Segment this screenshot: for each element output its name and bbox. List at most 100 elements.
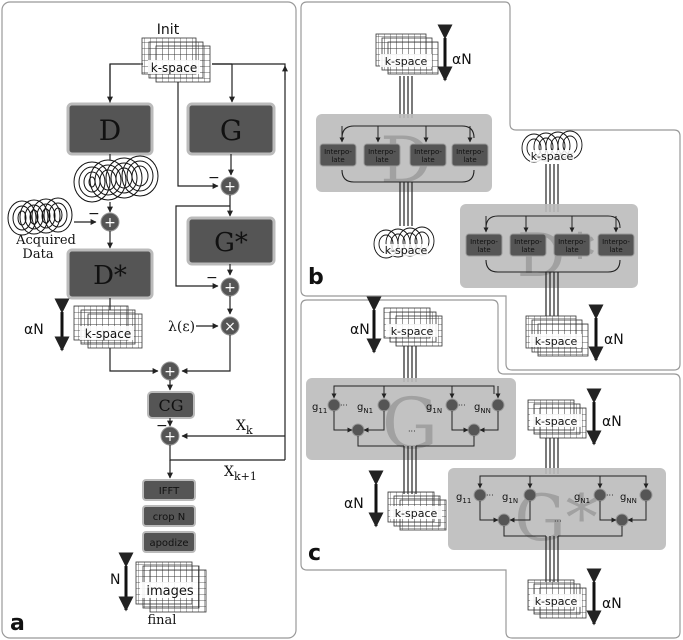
svg-text:gNN: gNN bbox=[620, 492, 637, 505]
svg-text:apodize: apodize bbox=[149, 538, 188, 549]
images-stack: images bbox=[135, 561, 207, 613]
svg-text:g1N: g1N bbox=[502, 492, 518, 505]
panel-a-frame bbox=[1, 1, 297, 639]
svg-text:late: late bbox=[331, 156, 344, 164]
svg-text:+: + bbox=[224, 280, 236, 296]
panel-b-frame bbox=[300, 1, 681, 371]
svg-text:k-space: k-space bbox=[535, 595, 578, 608]
svg-text:···: ··· bbox=[606, 491, 614, 500]
n-label: N bbox=[110, 572, 120, 588]
svg-text:late: late bbox=[521, 246, 534, 254]
svg-text:···: ··· bbox=[554, 517, 562, 526]
kspace-label-mid: k-space bbox=[85, 327, 131, 341]
xk1-label: Xk+1 bbox=[224, 464, 257, 483]
svg-text:IFFT: IFFT bbox=[159, 486, 180, 497]
svg-text:αN: αN bbox=[344, 496, 364, 512]
final-label: final bbox=[148, 613, 177, 628]
kspace-stack-mid: k-space bbox=[73, 305, 143, 349]
kspace-stack-c3: k-space bbox=[527, 399, 587, 439]
kspace-stack-b2: k-space bbox=[525, 315, 589, 357]
svg-text:g11: g11 bbox=[312, 402, 327, 415]
svg-text:late: late bbox=[565, 246, 578, 254]
images-label: images bbox=[146, 584, 193, 599]
svg-text:···: ··· bbox=[486, 491, 494, 500]
svg-text:+: + bbox=[164, 364, 176, 380]
panel-c-frame bbox=[300, 299, 681, 639]
data-label: Data bbox=[22, 247, 53, 262]
kspace-label-top: k-space bbox=[151, 61, 197, 75]
acquired-label: Acquired bbox=[15, 233, 76, 248]
svg-text:···: ··· bbox=[408, 427, 416, 436]
panel-c-label: c bbox=[308, 541, 321, 566]
svg-text:k-space: k-space bbox=[385, 244, 428, 257]
svg-text:···: ··· bbox=[458, 401, 466, 410]
init-label: Init bbox=[157, 22, 180, 38]
minus-g: − bbox=[208, 170, 220, 186]
svg-text:+: + bbox=[104, 215, 116, 231]
svg-text:gNN: gNN bbox=[474, 402, 491, 415]
svg-text:···: ··· bbox=[340, 401, 348, 410]
svg-text:gN1: gN1 bbox=[574, 492, 590, 505]
svg-text:k-space: k-space bbox=[385, 55, 428, 68]
svg-text:late: late bbox=[375, 156, 388, 164]
svg-text:Interpo-: Interpo- bbox=[414, 148, 442, 156]
svg-text:αN: αN bbox=[602, 414, 622, 430]
panel-a-label: a bbox=[10, 611, 25, 636]
svg-text:g11: g11 bbox=[456, 492, 471, 505]
svg-text:αN: αN bbox=[604, 332, 624, 348]
svg-text:g1N: g1N bbox=[426, 402, 442, 415]
svg-text:late: late bbox=[477, 246, 490, 254]
interp-row-d: Interpo- late Interpo- late Interpo- lat… bbox=[319, 143, 489, 167]
g-star-conv-box bbox=[448, 468, 666, 550]
minus-gstar: − bbox=[206, 270, 218, 286]
kspace-stack-top: k-space bbox=[141, 37, 211, 83]
alpha-label-a: αN bbox=[24, 322, 44, 338]
svg-text:k-space: k-space bbox=[531, 150, 574, 163]
svg-text:gN1: gN1 bbox=[357, 402, 373, 415]
svg-text:×: × bbox=[224, 319, 236, 335]
d-star-interp-box bbox=[460, 204, 638, 288]
svg-text:+: + bbox=[224, 179, 236, 195]
svg-text:k-space: k-space bbox=[535, 335, 578, 348]
svg-text:k-space: k-space bbox=[395, 507, 438, 520]
svg-text:Interpo-: Interpo- bbox=[456, 148, 484, 156]
cg-label: CG bbox=[158, 396, 183, 415]
minus-acquired: − bbox=[88, 206, 100, 222]
kspace-stack-c4: k-space bbox=[527, 579, 587, 619]
svg-text:k-space: k-space bbox=[535, 415, 578, 428]
svg-text:αN: αN bbox=[350, 322, 370, 338]
interp-row-dstar: Interpo- late Interpo- late Interpo- lat… bbox=[465, 233, 635, 257]
svg-text:Interpo-: Interpo- bbox=[558, 238, 586, 246]
kspace-stack-b1: k-space bbox=[375, 33, 439, 75]
g-watermark: G bbox=[382, 383, 438, 465]
g-star-label: G* bbox=[214, 228, 248, 258]
cg-block bbox=[147, 391, 195, 419]
d-block-label: D bbox=[99, 114, 121, 147]
conv-row-gstar: g11 ··· g1N gN1 ··· gNN ··· bbox=[456, 488, 653, 527]
svg-text:+: + bbox=[164, 429, 176, 445]
svg-text:Interpo-: Interpo- bbox=[514, 238, 542, 246]
svg-text:late: late bbox=[421, 156, 434, 164]
crop-block bbox=[142, 505, 196, 527]
g-block-label: G bbox=[220, 114, 242, 147]
panel-b-label: b bbox=[308, 265, 324, 290]
minus-xk: − bbox=[156, 418, 168, 434]
svg-text:αN: αN bbox=[602, 596, 622, 612]
svg-text:αN: αN bbox=[452, 52, 472, 68]
conv-row-g: g11 ··· gN1 g1N ··· gNN ··· bbox=[312, 398, 505, 437]
svg-text:k-space: k-space bbox=[391, 325, 434, 338]
spiral-acquired bbox=[7, 197, 73, 236]
svg-text:late: late bbox=[463, 156, 476, 164]
kspace-stack-c1: k-space bbox=[383, 307, 443, 347]
svg-text:Interpo-: Interpo- bbox=[368, 148, 396, 156]
d-star-label: D* bbox=[93, 261, 127, 291]
ifft-block bbox=[142, 479, 196, 501]
d-interp-box bbox=[316, 114, 492, 192]
svg-text:late: late bbox=[609, 246, 622, 254]
svg-text:crop N: crop N bbox=[153, 512, 186, 523]
lambda-label: λ(ε) bbox=[168, 319, 195, 335]
g-star-block bbox=[186, 216, 276, 266]
svg-text:Interpo-: Interpo- bbox=[602, 238, 630, 246]
spiral-data-d bbox=[73, 155, 159, 203]
svg-text:Interpo-: Interpo- bbox=[324, 148, 352, 156]
